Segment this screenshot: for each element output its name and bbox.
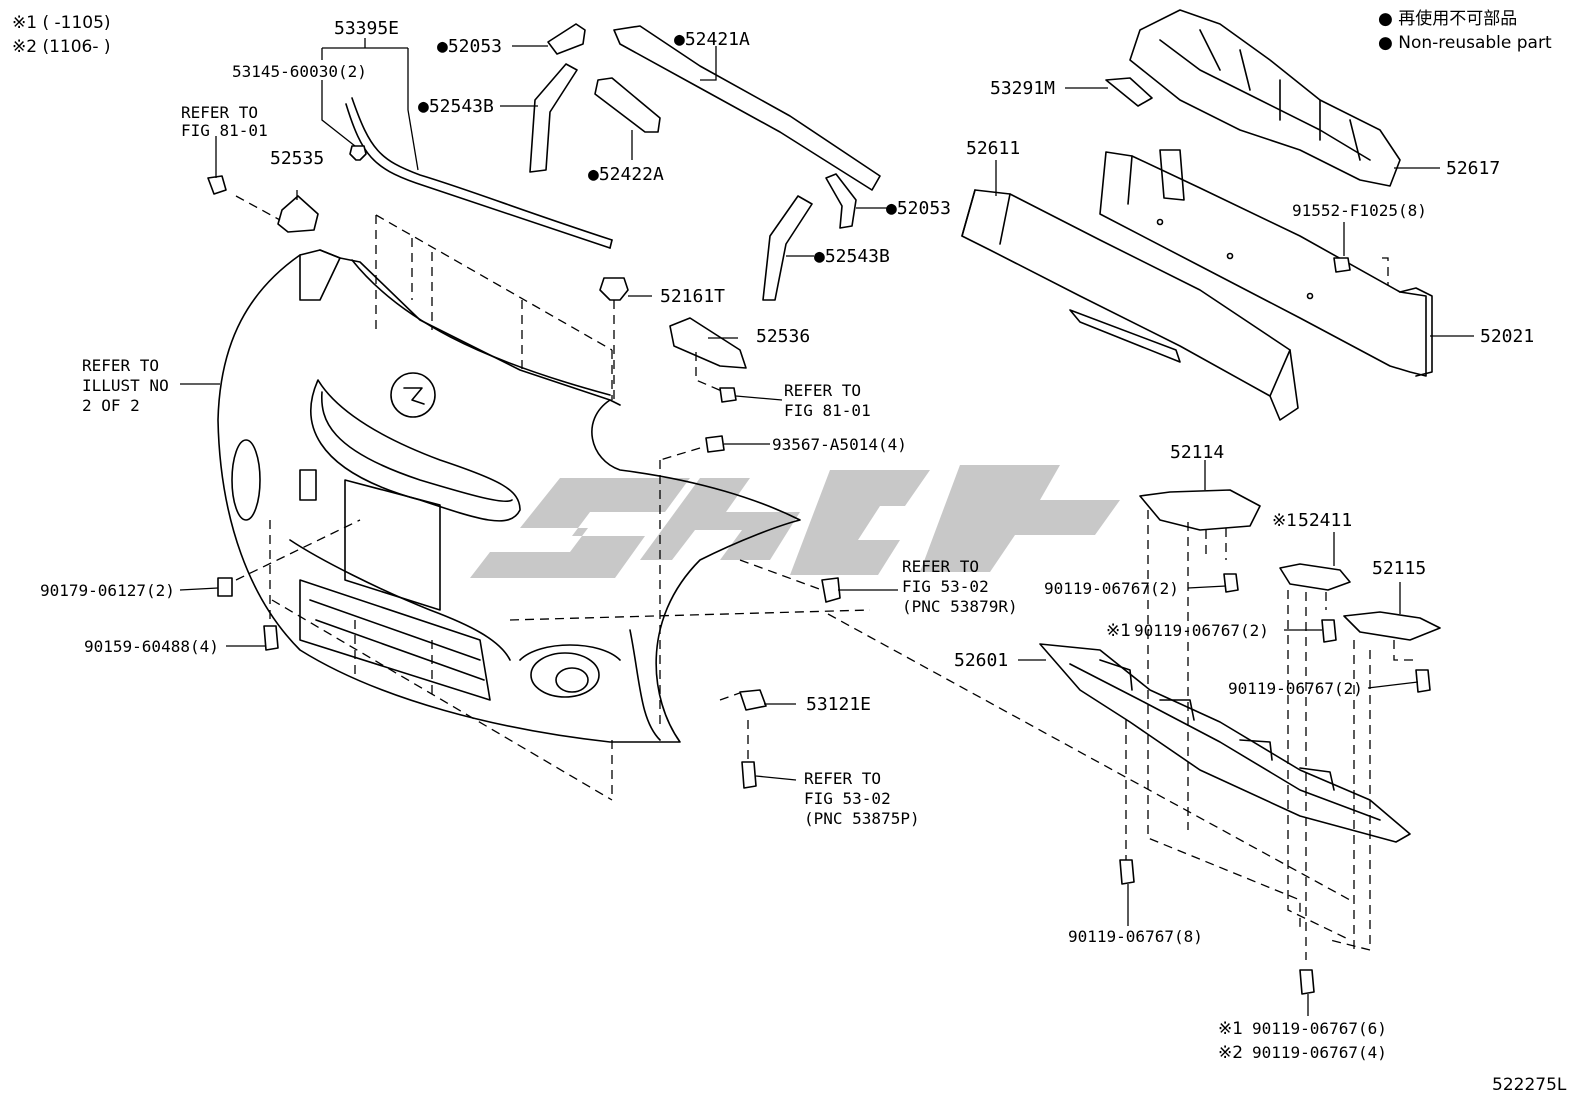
label-52543B-lower: ●52543B <box>814 246 890 267</box>
bolt-icon <box>1415 669 1431 693</box>
bolt-icon <box>1223 573 1239 593</box>
ref-fig-53-02-a-l3: (PNC 53879R) <box>902 597 1018 616</box>
note-2: ※2 (1106- ) <box>12 37 111 57</box>
part-52611-absorber <box>961 189 1299 421</box>
watermark-logo <box>470 465 1120 578</box>
label-52611: 52611 <box>966 138 1020 159</box>
part-52535-bracket <box>277 195 319 233</box>
part-52115 <box>1343 611 1441 641</box>
ref-fig-53-02-b-l3: (PNC 53875P) <box>804 809 920 828</box>
mark-90119-f: ※2 <box>1218 1043 1243 1063</box>
assembly-lines-left <box>235 195 1400 901</box>
label-93567: 93567-A5014(4) <box>772 435 907 454</box>
part-90179-nut <box>217 577 233 597</box>
bolt-icon <box>741 761 757 789</box>
mark-90119-b: ※1 <box>1106 621 1131 641</box>
ref-fig-81-01-a-l1: REFER TO <box>181 103 258 122</box>
label-53291M: 53291M <box>990 78 1055 99</box>
part-52021-reinforcement <box>1099 149 1433 377</box>
label-52601: 52601 <box>954 650 1008 671</box>
label-53395E: 53395E <box>334 18 399 39</box>
part-52422A <box>594 77 661 133</box>
part-52114-cover <box>1139 489 1261 531</box>
ref-illust-l2: ILLUST NO <box>82 376 169 395</box>
label-90119-c: 90119-06767(2) <box>1228 679 1363 698</box>
label-90119-e: 90119-06767(6) <box>1252 1019 1387 1038</box>
bolt-icon <box>719 387 737 403</box>
assembly-lines-right <box>1125 510 1414 960</box>
part-52421A <box>613 25 881 191</box>
mark-90119-e: ※1 <box>1218 1019 1243 1039</box>
clip-icon <box>821 577 841 603</box>
part-52617-absorber <box>1129 9 1401 187</box>
label-52115: 52115 <box>1372 558 1426 579</box>
legend-en: ● Non-reusable part <box>1378 33 1552 53</box>
label-90119-b: 90119-06767(2) <box>1134 621 1269 640</box>
ref-fig-53-02-b-l2: FIG 53-02 <box>804 789 891 808</box>
label-52053-top: ●52053 <box>437 36 502 57</box>
label-90179: 90179-06127(2) <box>40 581 175 600</box>
part-52536-bracket <box>669 317 747 369</box>
ref-illust-l1: REFER TO <box>82 356 159 375</box>
ref-fig-81-01-a-l2: FIG 81-01 <box>181 121 268 140</box>
figure-code: 522275L <box>1492 1075 1567 1095</box>
label-52617: 52617 <box>1446 158 1500 179</box>
ref-fig-53-02-a-l1: REFER TO <box>902 557 979 576</box>
part-52601-lower-cover <box>1039 643 1411 843</box>
bolt-icon <box>1299 969 1315 995</box>
label-91552: 91552-F1025(8) <box>1292 201 1427 220</box>
part-53395E-molding <box>345 97 613 249</box>
label-52422A: ●52422A <box>588 164 664 185</box>
label-90159: 90159-60488(4) <box>84 637 219 656</box>
label-90119-a: 90119-06767(2) <box>1044 579 1179 598</box>
ref-illust-l3: 2 OF 2 <box>82 396 140 415</box>
legend-jp: ● 再使用不可部品 <box>1378 8 1517 29</box>
bolt-icon <box>1119 859 1135 885</box>
label-52114: 52114 <box>1170 442 1224 463</box>
label-90119-f: 90119-06767(4) <box>1252 1043 1387 1062</box>
mark-52411: ※1 <box>1272 511 1297 531</box>
part-53291M-clip <box>1105 77 1153 107</box>
label-90119-d: 90119-06767(8) <box>1068 927 1203 946</box>
label-52421A: ●52421A <box>674 29 750 50</box>
part-52543B-top <box>529 63 578 173</box>
ref-fig-81-01-b-l2: FIG 81-01 <box>784 401 871 420</box>
label-53121E: 53121E <box>806 694 871 715</box>
label-52021: 52021 <box>1480 326 1534 347</box>
bolt-icon <box>1333 257 1351 273</box>
part-52053-lower <box>825 173 857 229</box>
ref-fig-53-02-b-l1: REFER TO <box>804 769 881 788</box>
label-52536: 52536 <box>756 326 810 347</box>
label-52161T: 52161T <box>660 286 725 307</box>
part-53145-clip <box>349 145 367 161</box>
leader-lines <box>179 38 1474 1016</box>
ref-fig-53-02-a-l2: FIG 53-02 <box>902 577 989 596</box>
screw-icon <box>705 435 725 453</box>
label-52535: 52535 <box>270 148 324 169</box>
part-bumper-cover <box>217 249 801 743</box>
label-53145: 53145-60030(2) <box>232 62 367 81</box>
note-1: ※1 ( -1105) <box>12 13 111 33</box>
part-52543B-lower <box>762 195 813 301</box>
bolt-icon <box>263 625 279 651</box>
part-52161T-clip <box>599 277 629 301</box>
part-52053-top <box>547 23 586 55</box>
bolt-icon <box>1321 619 1337 643</box>
part-53121E <box>739 689 767 711</box>
bolt-icon <box>207 175 227 195</box>
ref-fig-81-01-b-l1: REFER TO <box>784 381 861 400</box>
label-52411: 52411 <box>1298 510 1352 531</box>
label-52053-lower: ●52053 <box>886 198 951 219</box>
label-52543B-top: ●52543B <box>418 96 494 117</box>
part-52411 <box>1279 563 1351 591</box>
